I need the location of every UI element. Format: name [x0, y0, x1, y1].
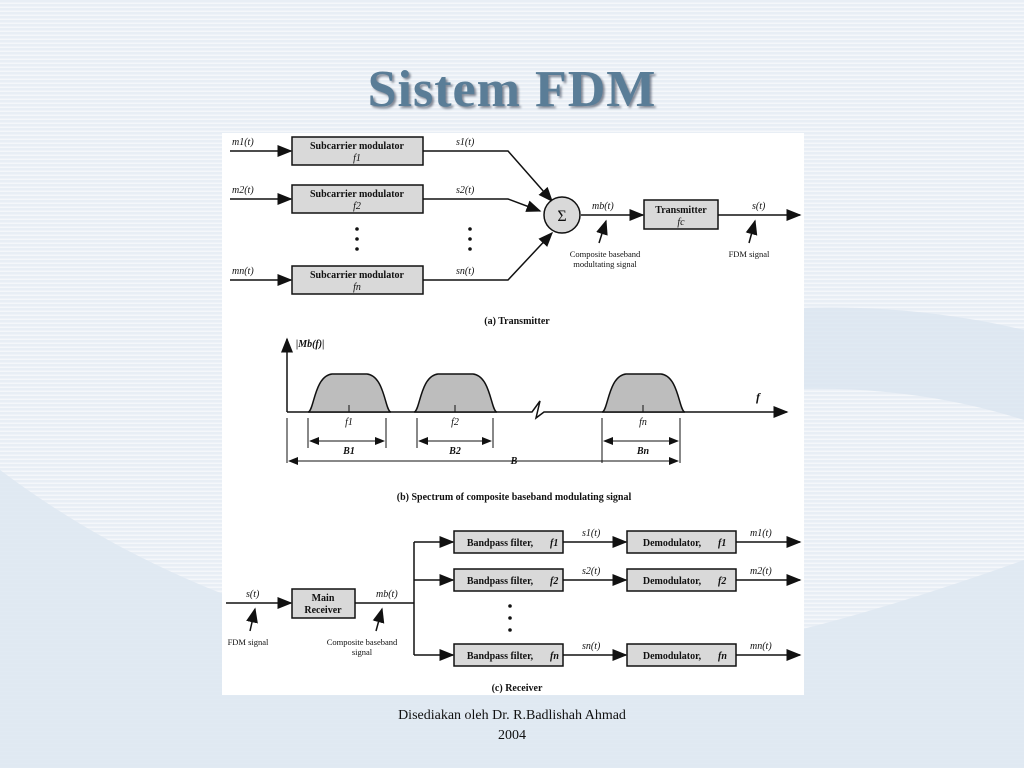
spectrum-x-label: f — [756, 390, 761, 404]
spectrum-section — [281, 337, 789, 465]
rx-filter-output-2: s2(t) — [582, 566, 601, 577]
demod-freq-1: f1 — [718, 538, 726, 549]
filter-freq-1: f1 — [550, 538, 558, 549]
summer-symbol: Σ — [557, 208, 566, 225]
tx-output-signal: s(t) — [752, 201, 766, 212]
tx-input-2: m2(t) — [232, 185, 254, 196]
main-receiver-line1: Main — [312, 593, 335, 604]
tx-input-1: m1(t) — [232, 137, 254, 148]
rx-ellipsis — [508, 604, 512, 632]
tx-input-n: mn(t) — [232, 266, 254, 277]
bandwidth-label-2: B2 — [448, 446, 461, 457]
slide-title: Sistem FDM — [367, 61, 657, 118]
rx-input-signal: s(t) — [246, 589, 260, 600]
tx-composite-note-1: Composite baseband — [570, 249, 641, 259]
modulator-freq-n: fn — [353, 282, 361, 293]
transmitter-caption: (a) Transmitter — [484, 316, 550, 327]
rx-output-1: m1(t) — [750, 528, 772, 539]
tx-subcarrier-1: s1(t) — [456, 137, 475, 148]
receiver-caption: (c) Receiver — [492, 683, 543, 694]
modulator-blocks — [291, 136, 719, 295]
demod-label-2: Demodulator, — [643, 576, 702, 587]
rx-composite-signal: mb(t) — [376, 589, 398, 600]
total-bandwidth-label: B — [510, 456, 518, 467]
fdm-diagram: m1(t) m2(t) mn(t) Subcarrier modulator f… — [226, 136, 802, 694]
tx-subcarrier-2: s2(t) — [456, 185, 475, 196]
footer-author: Disediakan oleh Dr. R.Badlishah Ahmad — [398, 708, 626, 723]
modulator-freq-2: f2 — [353, 201, 361, 212]
tx-output-note: FDM signal — [729, 249, 770, 259]
filter-label-n: Bandpass filter, — [467, 651, 534, 662]
bandwidth-label-n: Bn — [636, 446, 650, 457]
tx-ellipsis — [355, 227, 472, 251]
tx-subcarrier-n: sn(t) — [456, 266, 475, 277]
filter-freq-n: fn — [550, 651, 559, 662]
demod-freq-2: f2 — [718, 576, 726, 587]
spectrum-caption: (b) Spectrum of composite baseband modul… — [397, 492, 632, 503]
demod-label-1: Demodulator, — [643, 538, 702, 549]
modulator-label-2: Subcarrier modulator — [310, 189, 405, 200]
modulator-freq-1: f1 — [353, 153, 361, 164]
modulator-label-n: Subcarrier modulator — [310, 270, 405, 281]
demod-label-n: Demodulator, — [643, 651, 702, 662]
tx-composite-signal: mb(t) — [592, 201, 614, 212]
rx-composite-note-1: Composite baseband — [327, 637, 398, 647]
bandwidth-label-1: B1 — [342, 446, 355, 457]
rx-filter-output-1: s1(t) — [582, 528, 601, 539]
tx-composite-note-2: modultating signal — [573, 259, 637, 269]
carrier-freq: fc — [677, 217, 685, 228]
filter-freq-2: f2 — [550, 576, 558, 587]
spectrum-y-label: |Mb(f)| — [296, 339, 324, 350]
rx-composite-note-2: signal — [352, 647, 373, 657]
transmitter-label: Transmitter — [655, 205, 707, 216]
receiver-section — [226, 536, 802, 661]
filter-label-2: Bandpass filter, — [467, 576, 534, 587]
transmitter-section — [230, 145, 802, 286]
fdm-figure: m1(t) m2(t) mn(t) Subcarrier modulator f… — [222, 133, 804, 695]
main-receiver-line2: Receiver — [304, 605, 342, 616]
receiver-blocks — [291, 530, 737, 667]
filter-label-1: Bandpass filter, — [467, 538, 534, 549]
rx-output-2: m2(t) — [750, 566, 772, 577]
demod-freq-n: fn — [718, 651, 727, 662]
footer-year: 2004 — [498, 728, 526, 743]
rx-filter-output-n: sn(t) — [582, 641, 601, 652]
modulator-label-1: Subcarrier modulator — [310, 141, 405, 152]
slide-footer: Disediakan oleh Dr. R.Badlishah Ahmad 20… — [312, 706, 712, 746]
band-label-1: f1 — [345, 417, 353, 428]
rx-output-n: mn(t) — [750, 641, 772, 652]
band-label-n: fn — [639, 417, 647, 428]
band-label-2: f2 — [451, 417, 459, 428]
rx-input-note: FDM signal — [228, 637, 269, 647]
